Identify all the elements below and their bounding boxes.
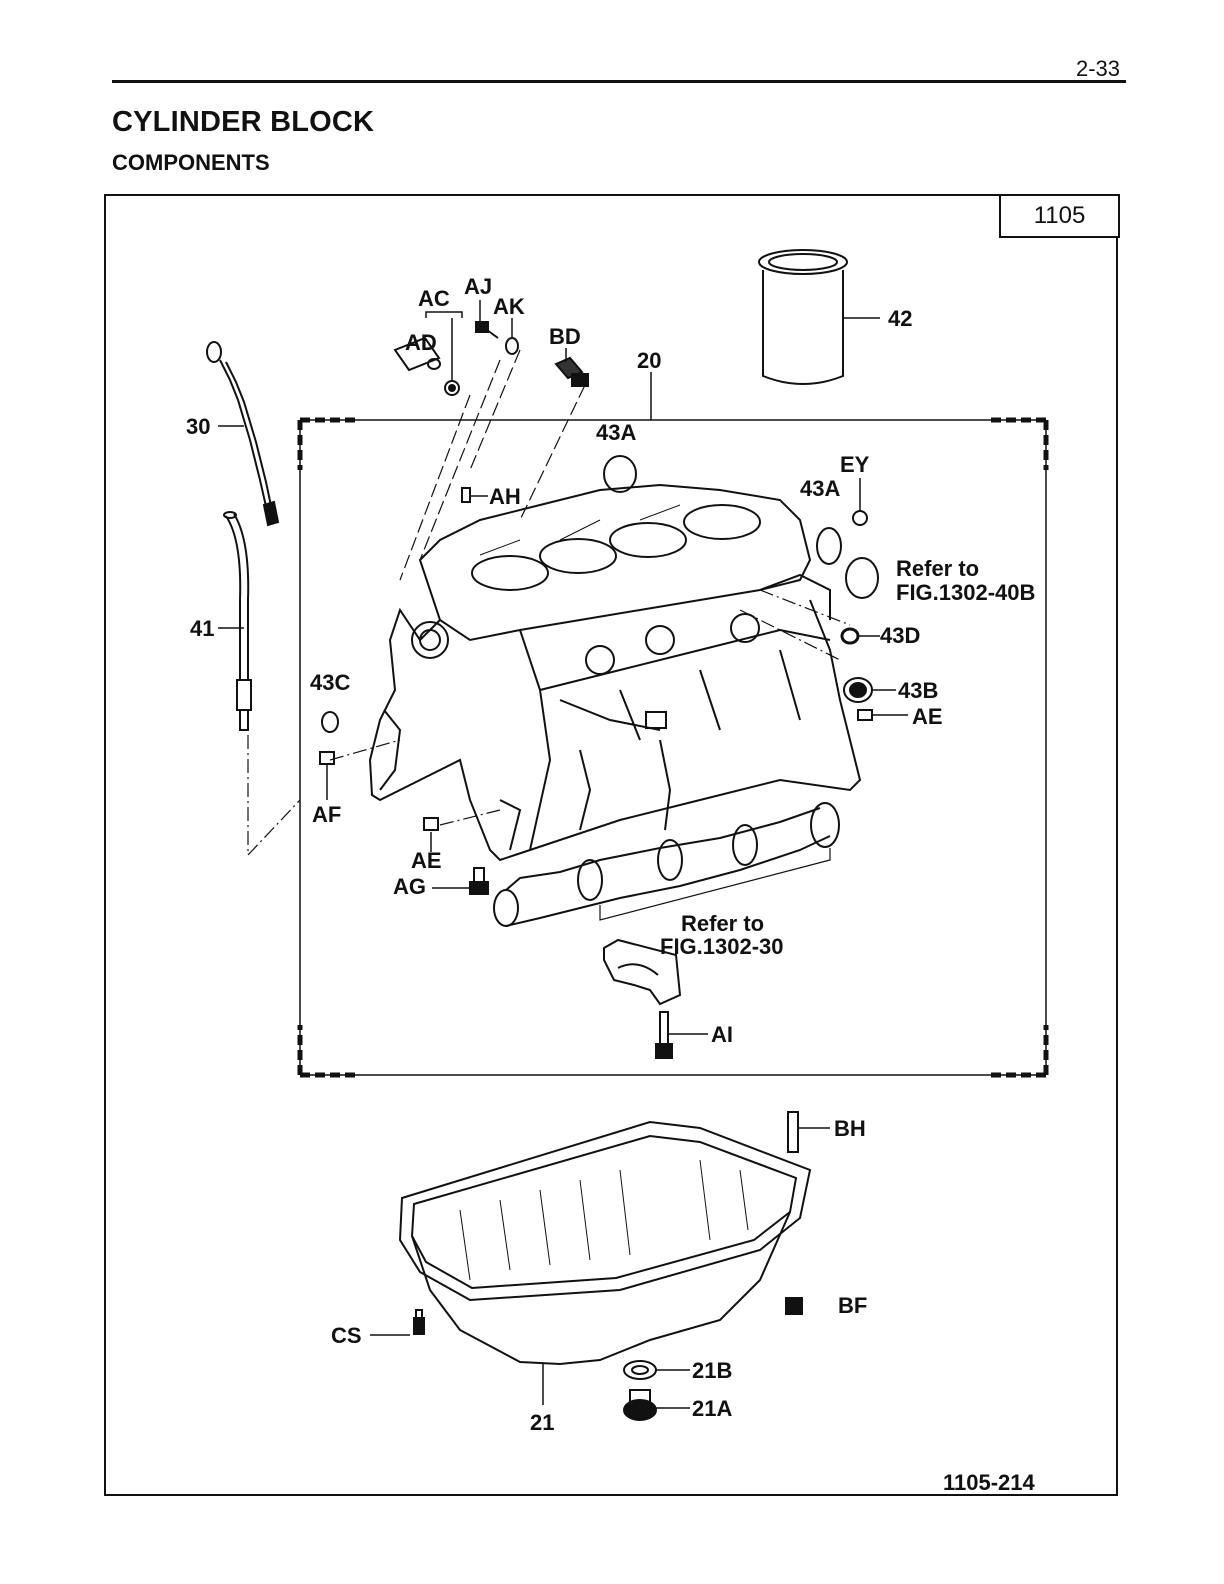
label-refer-bottom-2: FIG.1302-30 <box>660 934 784 959</box>
label-21b: 21B <box>692 1358 732 1383</box>
label-ag: AG <box>393 874 426 899</box>
label-ac: AC <box>418 286 450 311</box>
label-refer-top-1: Refer to <box>896 556 979 581</box>
label-af: AF <box>312 802 341 827</box>
label-ai: AI <box>711 1022 733 1047</box>
label-21a: 21A <box>692 1396 732 1421</box>
label-ae-left: AE <box>411 848 442 873</box>
label-20: 20 <box>637 348 661 373</box>
label-ak: AK <box>493 294 525 319</box>
label-ah: AH <box>489 484 521 509</box>
label-ey: EY <box>840 452 870 477</box>
label-30: 30 <box>186 414 210 439</box>
cylinder-liner <box>759 250 880 384</box>
dipstick <box>207 342 278 525</box>
label-ad: AD <box>405 330 437 355</box>
label-43c: 43C <box>310 670 350 695</box>
label-43b: 43B <box>898 678 938 703</box>
block-small-parts <box>320 456 908 894</box>
label-bd: BD <box>549 324 581 349</box>
oil-pan-fasteners <box>370 1112 830 1420</box>
label-bf: BF <box>838 1293 867 1318</box>
label-43a-right: 43A <box>800 476 840 501</box>
label-21: 21 <box>530 1410 554 1435</box>
label-bh: BH <box>834 1116 866 1141</box>
label-aj: AJ <box>464 274 492 299</box>
label-43d: 43D <box>880 623 920 648</box>
label-42: 42 <box>888 306 912 331</box>
label-ae-right: AE <box>912 704 943 729</box>
label-41: 41 <box>190 616 214 641</box>
cylinder-block <box>370 485 860 860</box>
figure-number: 1105 <box>1034 202 1086 230</box>
dipstick-guide <box>218 512 300 855</box>
label-43a-top: 43A <box>596 420 636 445</box>
label-refer-top-2: FIG.1302-40B <box>896 580 1035 605</box>
label-cs: CS <box>331 1323 362 1348</box>
figure-id: 1105-214 <box>943 1470 1035 1496</box>
oil-pan <box>400 1122 810 1405</box>
label-refer-bottom-1: Refer to <box>681 911 764 936</box>
figure-number-box: 1105 <box>999 194 1120 238</box>
